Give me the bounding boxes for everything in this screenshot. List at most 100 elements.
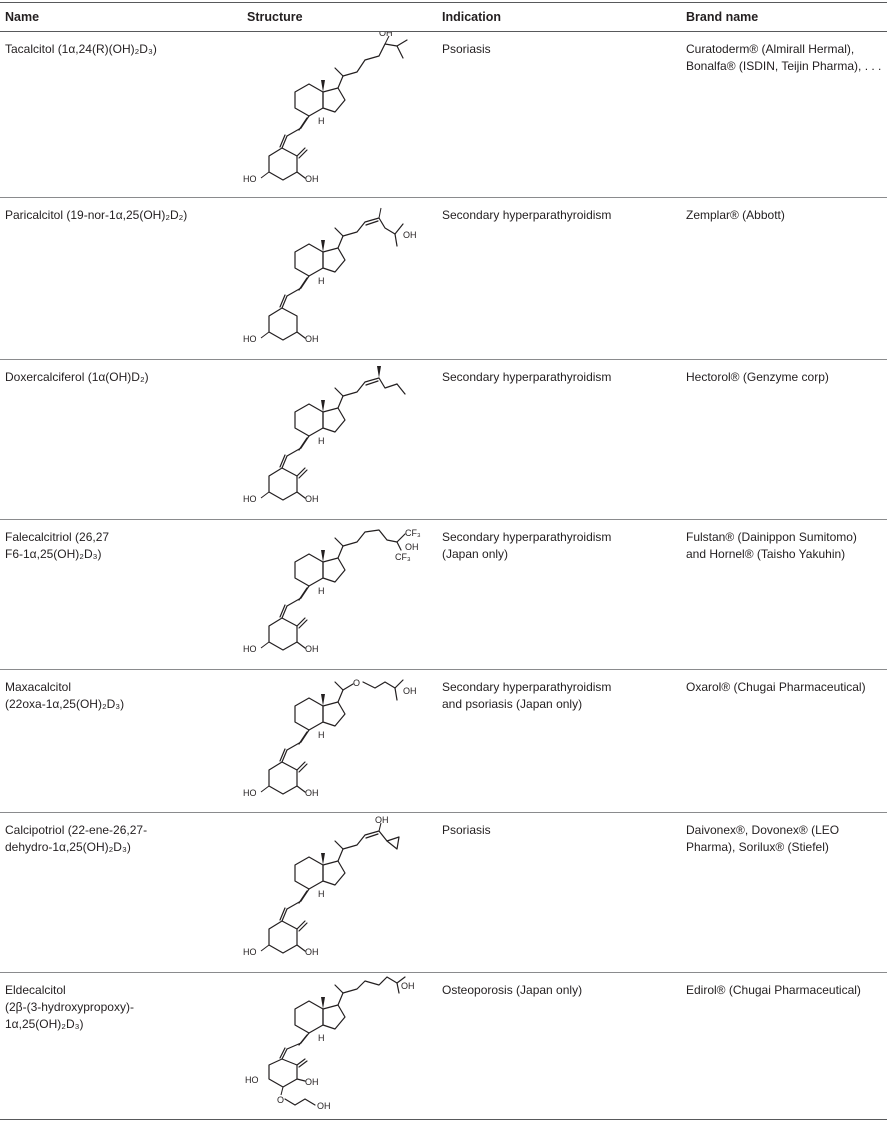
label-h: H [318,586,325,596]
table-row-maxacalcitol: Maxacalcitol (22oxa-1α,25(OH)₂D₃) [0,670,887,813]
structure-falecalcitriol: CF₃ OH CF₃ HO OH H [235,520,425,669]
indication-cell: Secondary hyperparathyroidism [442,369,672,386]
label-h: H [318,730,325,740]
brand-line: Curatoderm® (Almirall Hermal), [686,42,855,56]
label-o: O [277,1095,284,1105]
table-row-paricalcitol: Paricalcitol (19-nor-1α,25(OH)₂D₂) [0,198,887,360]
side-chain [342,976,406,994]
side-chain [342,679,404,701]
header-name: Name [5,10,40,24]
indication-cell: Secondary hyperparathyroidism and psoria… [442,679,672,713]
side-chain [342,207,404,247]
header-rule [0,31,887,32]
indication-line: Psoriasis [442,42,491,56]
name-line: Paricalcitol (19-nor-1α,25(OH)₂D₂) [5,208,188,222]
label-ho: HO [243,947,257,957]
label-oh: OH [305,174,319,184]
structure-calcipotriol: OH HO OH H [235,813,425,972]
name-cell: Doxercalciferol (1α(OH)D₂) [5,369,235,386]
table-row-eldecalcitol: Eldecalcitol (2β-(3-hydroxypropoxy)- 1α,… [0,973,887,1120]
label-oh: OH [401,981,415,991]
label-oh: OH [379,32,393,38]
table-top-rule [0,2,887,3]
brand-cell: Daivonex®, Dovonex® (LEO Pharma), Sorilu… [686,822,886,856]
name-cell: Maxacalcitol (22oxa-1α,25(OH)₂D₃) [5,679,235,713]
indication-cell: Psoriasis [442,41,672,58]
brand-line: Fulstan® (Dainippon Sumitomo) [686,530,857,544]
name-cell: Calcipotriol (22-ene-26,27- dehydro-1α,2… [5,822,235,856]
table-row-doxercalciferol: Doxercalciferol (1α(OH)D₂) [0,360,887,520]
table-row-falecalcitriol: Falecalcitriol (26,27 F6-1α,25(OH)₂D₃) [0,520,887,670]
brand-cell: Hectorol® (Genzyme corp) [686,369,886,386]
structure-paricalcitol: OH HO OH H [235,198,425,359]
secosteroid-core [268,840,346,954]
name-line: Tacalcitol (1α,24(R)(OH)₂D₃) [5,42,157,56]
label-oh: OH [403,230,417,240]
label-h: H [318,1033,325,1043]
label-oh: OH [375,815,389,825]
brand-line: Pharma), Sorilux® (Stiefel) [686,840,829,854]
table-row-calcipotriol: Calcipotriol (22-ene-26,27- dehydro-1α,2… [0,813,887,973]
label-oh: OH [305,334,319,344]
label-ho: HO [243,788,257,798]
label-h: H [318,276,325,286]
indication-cell: Secondary hyperparathyroidism (Japan onl… [442,529,672,563]
brand-line: Edirol® (Chugai Pharmaceutical) [686,983,861,997]
indication-line: Secondary hyperparathyroidism [442,208,612,222]
indication-cell: Osteoporosis (Japan only) [442,982,672,999]
side-chain [342,35,408,77]
table-row-tacalcitol: Tacalcitol (1α,24(R)(OH)₂D₃) [0,32,887,198]
name-line: F6-1α,25(OH)₂D₃) [5,547,102,561]
brand-cell: Oxarol® (Chugai Pharmaceutical) [686,679,886,696]
label-cf3: CF₃ [405,528,421,538]
name-cell: Paricalcitol (19-nor-1α,25(OH)₂D₂) [5,207,235,224]
label-oh: OH [305,644,319,654]
label-oh: OH [305,494,319,504]
label-o: O [353,678,360,688]
label-ho: HO [243,334,257,344]
label-ho: HO [245,1075,259,1085]
name-line: (22oxa-1α,25(OH)₂D₃) [5,697,125,711]
brand-line: and Hornel® (Taisho Yakuhin) [686,547,846,561]
indication-line: (Japan only) [442,547,509,561]
name-cell: Tacalcitol (1α,24(R)(OH)₂D₃) [5,41,235,58]
label-ho: HO [243,644,257,654]
brand-line: Zemplar® (Abbott) [686,208,785,222]
name-line: Falecalcitriol (26,27 [5,530,110,544]
label-oh: OH [405,542,419,552]
name-line: Doxercalciferol (1α(OH)D₂) [5,370,149,384]
indication-cell: Secondary hyperparathyroidism [442,207,672,224]
brand-cell: Fulstan® (Dainippon Sumitomo) and Hornel… [686,529,886,563]
indication-line: Secondary hyperparathyroidism [442,530,612,544]
name-cell: Falecalcitriol (26,27 F6-1α,25(OH)₂D₃) [5,529,235,563]
brand-cell: Zemplar® (Abbott) [686,207,886,224]
label-cf3: CF₃ [395,552,411,562]
indication-line: Secondary hyperparathyroidism [442,370,612,384]
label-ho: HO [243,174,257,184]
label-h: H [318,436,325,446]
indication-line: Psoriasis [442,823,491,837]
label-h: H [318,116,325,126]
brand-line: Bonalfa® (ISDIN, Teijin Pharma), . . . [686,59,882,73]
label-h: H [318,889,325,899]
indication-line: Secondary hyperparathyroidism [442,680,612,694]
header-structure: Structure [247,10,303,24]
brand-cell: Curatoderm® (Almirall Hermal), Bonalfa® … [686,41,886,75]
structure-doxercalciferol: HO OH H [235,360,425,519]
label-oh: OH [305,788,319,798]
side-chain [342,822,400,850]
side-chain [342,529,406,551]
name-line: Calcipotriol (22-ene-26,27- [5,823,148,837]
secosteroid-core [268,227,346,341]
name-line: Eldecalcitol [5,983,66,997]
secosteroid-core [268,67,346,181]
name-line: (2β-(3-hydroxypropoxy)- [5,1000,134,1014]
label-oh: OH [305,947,319,957]
label-oh: OH [305,1077,319,1087]
structure-tacalcitol: OH HO OH H [235,32,425,197]
indication-cell: Psoriasis [442,822,672,839]
brand-line: Daivonex®, Dovonex® (LEO [686,823,840,837]
structure-eldecalcitol: OH HO OH O OH H [235,973,425,1119]
name-line: dehydro-1α,25(OH)₂D₃) [5,840,131,854]
name-line: Maxacalcitol [5,680,72,694]
